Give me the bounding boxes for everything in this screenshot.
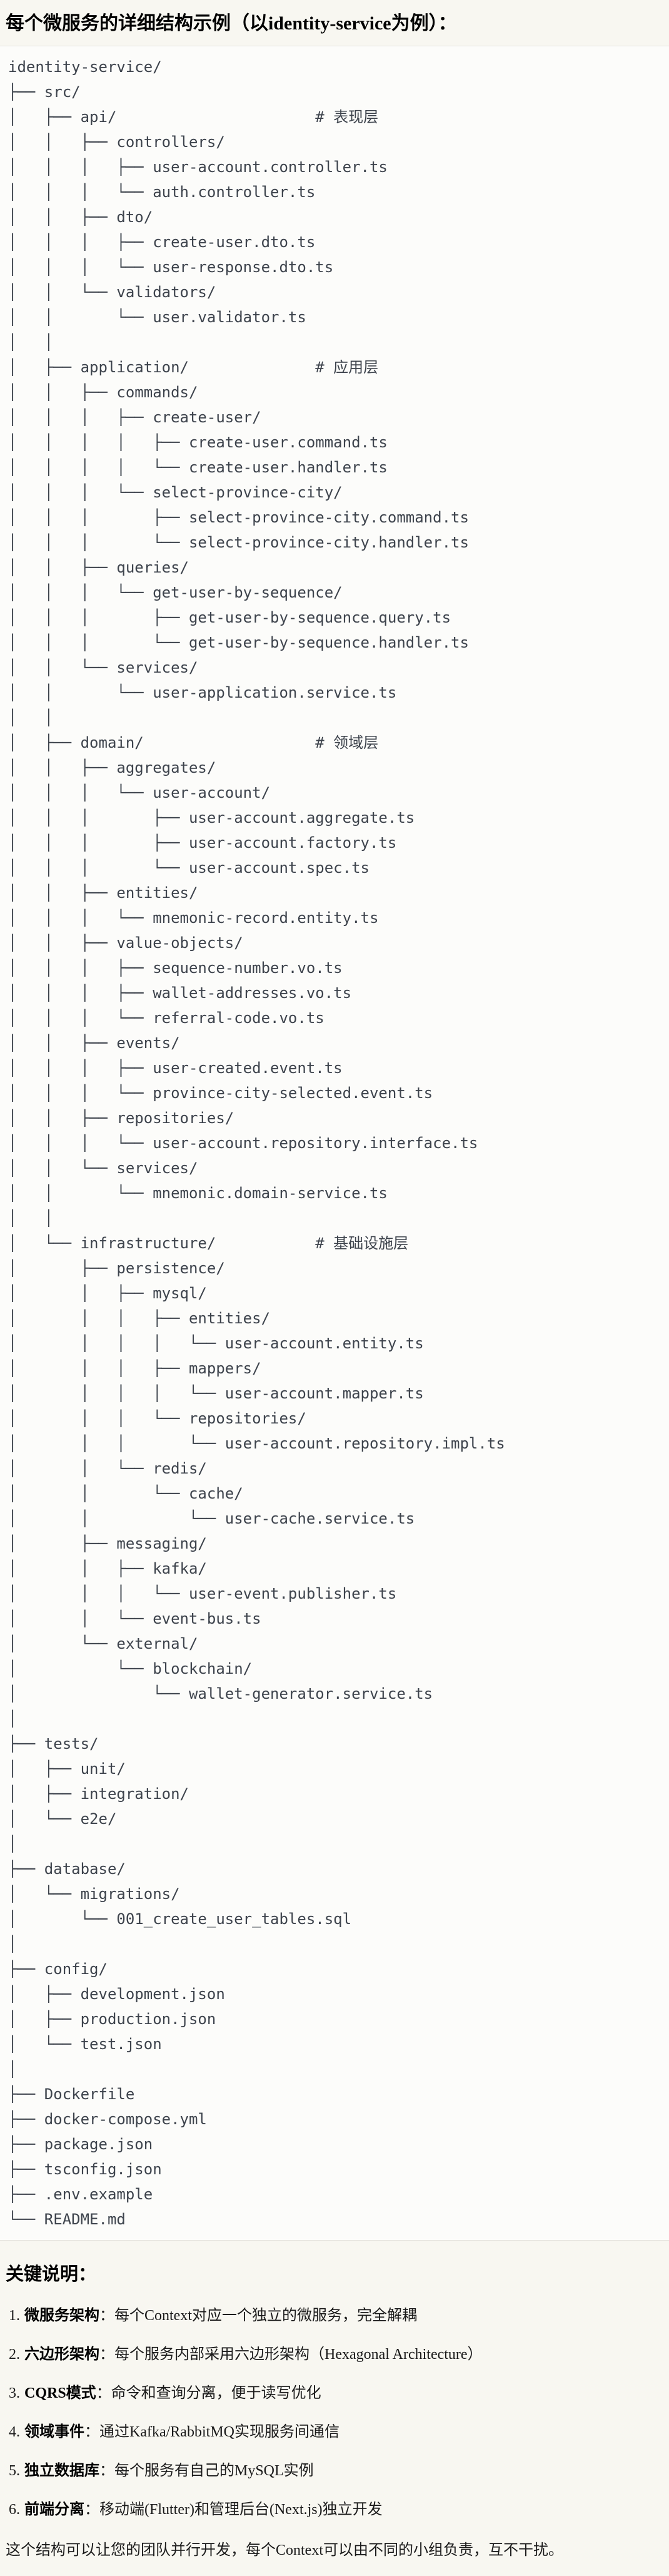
note-number: 6. <box>9 2502 20 2518</box>
note-text: ：移动端(Flutter)和管理后台(Next.js)独立开发 <box>84 2502 383 2518</box>
note-text: ：每个服务内部采用六边形架构（Hexagonal Architecture） <box>99 2346 483 2363</box>
note-number: 4. <box>9 2424 20 2440</box>
code-block: identity-service/ ├── src/ │ ├── api/ # … <box>0 46 669 2241</box>
note-label: 领域事件 <box>24 2424 84 2440</box>
note-number: 1. <box>9 2308 20 2324</box>
note-text: ：通过Kafka/RabbitMQ实现服务间通信 <box>84 2424 340 2440</box>
page-title: 每个微服务的详细结构示例（以identity-service为例）： <box>6 13 457 34</box>
note-number: 5. <box>9 2463 20 2479</box>
notes-heading: 关键说明： <box>6 2264 97 2284</box>
directory-tree: identity-service/ ├── src/ │ ├── api/ # … <box>8 58 505 2228</box>
note-label: 六边形架构 <box>24 2346 99 2363</box>
note-item-1: 1.微服务架构：每个Context对应一个独立的微服务，完全解耦 <box>6 2306 663 2326</box>
note-text: ：命令和查询分离，便于读写优化 <box>96 2385 321 2401</box>
note-item-4: 4.领域事件：通过Kafka/RabbitMQ实现服务间通信 <box>6 2422 663 2442</box>
note-item-2: 2.六边形架构：每个服务内部采用六边形架构（Hexagonal Architec… <box>6 2344 663 2365</box>
note-item-6: 6.前端分离：移动端(Flutter)和管理后台(Next.js)独立开发 <box>6 2500 663 2520</box>
note-text: ：每个Context对应一个独立的微服务，完全解耦 <box>99 2308 417 2324</box>
note-text: ：每个服务有自己的MySQL实例 <box>99 2463 314 2479</box>
note-item-5: 5.独立数据库：每个服务有自己的MySQL实例 <box>6 2461 663 2481</box>
closing-paragraph: 这个结构可以让您的团队并行开发，每个Context可以由不同的小组负责，互不干扰… <box>6 2542 563 2558</box>
note-label: 微服务架构 <box>24 2308 99 2324</box>
notes-section: 关键说明： 1.微服务架构：每个Context对应一个独立的微服务，完全解耦 2… <box>0 2262 669 2573</box>
note-item-3: 3.CQRS模式：命令和查询分离，便于读写优化 <box>6 2383 663 2403</box>
note-number: 3. <box>9 2385 20 2401</box>
note-label: CQRS模式 <box>24 2385 96 2401</box>
note-number: 2. <box>9 2346 20 2363</box>
note-label: 独立数据库 <box>24 2463 99 2479</box>
note-label: 前端分离 <box>24 2502 84 2518</box>
